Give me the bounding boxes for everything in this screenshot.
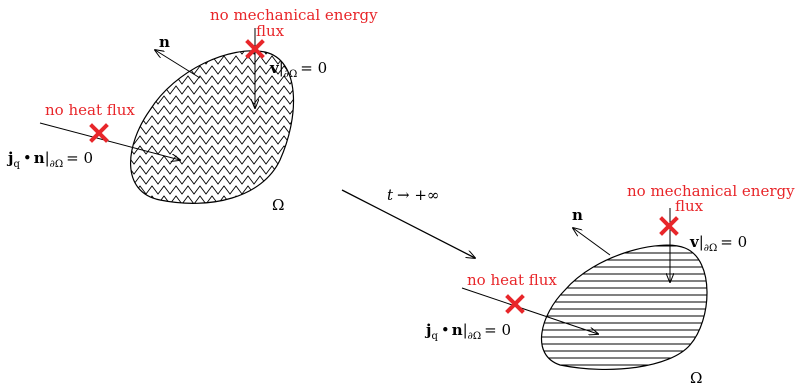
left-domain-boundary	[130, 50, 295, 204]
right-mech-cross-icon	[659, 216, 679, 236]
left-mech-label-2: flux	[256, 22, 285, 40]
zigzag-line	[130, 115, 294, 125]
right-stripe-fill	[541, 245, 708, 366]
zigzag-line	[130, 145, 294, 155]
right-system: n no mechanical energy flux v|∂Ω= 0 no h…	[424, 182, 795, 385]
left-normal-arrow	[155, 50, 201, 79]
left-v-condition: v|∂Ω= 0	[269, 59, 327, 80]
right-domain-label: Ω	[690, 369, 702, 385]
zigzag-line	[130, 105, 294, 115]
zigzag-line	[130, 125, 294, 135]
left-heat-arrow	[39, 122, 180, 160]
time-limit-label: t→ +∞	[387, 186, 439, 204]
time-evolution: t→ +∞	[341, 186, 475, 258]
time-arrow	[341, 189, 475, 258]
right-v-condition: v|∂Ω= 0	[689, 233, 747, 254]
left-heat-label: no heat flux	[45, 101, 135, 119]
zigzag-line	[130, 175, 294, 185]
right-heat-label: no heat flux	[467, 271, 557, 289]
zigzag-line	[130, 135, 294, 145]
zigzag-line	[130, 165, 294, 175]
left-j-condition: jq•n|∂Ω= 0	[6, 149, 93, 170]
zigzag-line	[130, 50, 294, 55]
right-normal-label: n	[572, 206, 583, 224]
right-heat-arrow	[461, 287, 598, 334]
right-normal-arrow	[573, 228, 611, 256]
zigzag-line	[130, 155, 294, 165]
left-mech-cross-icon	[245, 39, 265, 59]
left-system: n no mechanical energy flux v|∂Ω= 0 no h…	[6, 6, 378, 214]
zigzag-line	[130, 85, 294, 95]
right-heat-cross-icon	[505, 294, 525, 314]
left-normal-label: n	[159, 33, 170, 51]
right-mech-label-1: no mechanical energy	[627, 182, 795, 200]
right-mech-label-2: flux	[675, 197, 704, 215]
left-heat-cross-icon	[89, 123, 109, 143]
left-mech-label-1: no mechanical energy	[210, 6, 378, 24]
zigzag-line	[130, 95, 294, 105]
right-domain-boundary	[540, 244, 708, 370]
left-domain-label: Ω	[272, 196, 284, 214]
right-j-condition: jq•n|∂Ω= 0	[424, 321, 511, 342]
